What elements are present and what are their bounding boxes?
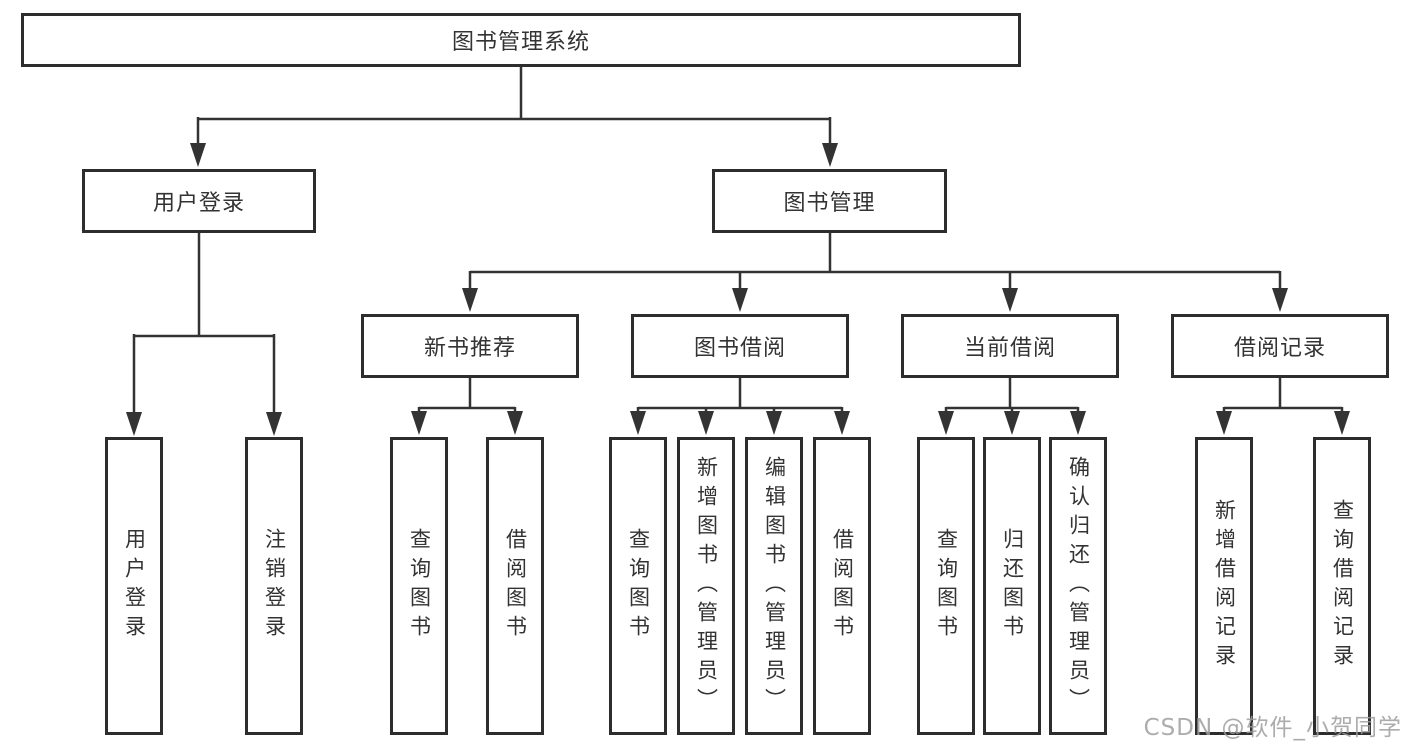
leaf-br-add-record-label: 新增借阅记录 [1212, 499, 1237, 673]
arrowhead-down-icon [1070, 411, 1086, 435]
leaf-br-query-record-label: 查询借阅记录 [1330, 499, 1355, 673]
arrowhead-down-icon [126, 412, 142, 436]
connector-line [132, 232, 276, 414]
arrowhead-down-icon [630, 411, 646, 435]
leaf-cb-query-books: 查询图书 [917, 437, 975, 735]
arrowhead-down-icon [190, 143, 206, 167]
connector-borrow-records-to-leaves [1216, 378, 1350, 435]
connector-line [944, 378, 1080, 414]
arrowhead-down-icon [266, 412, 282, 436]
leaf-cb-return-books: 归还图书 [983, 437, 1041, 735]
leaf-cb-query-books-label: 查询图书 [934, 528, 959, 644]
node-current-borrow: 当前借阅 [901, 314, 1119, 378]
arrowhead-down-icon [698, 411, 714, 435]
node-user-login-label: 用户登录 [152, 191, 245, 216]
node-book-management-label: 图书管理 [783, 191, 876, 216]
node-book-management: 图书管理 [712, 169, 947, 233]
node-borrow-records: 借阅记录 [1171, 314, 1389, 378]
node-new-book-recommend: 新书推荐 [361, 314, 579, 378]
arrowhead-down-icon [1002, 288, 1018, 312]
leaf-nb-borrow-books: 借阅图书 [486, 437, 544, 735]
leaf-nb-borrow-books-label: 借阅图书 [503, 528, 528, 644]
arrowhead-down-icon [1334, 411, 1350, 435]
connector-root-to-level2 [190, 67, 838, 167]
node-root: 图书管理系统 [21, 13, 1021, 67]
connector-book-borrow-to-leaves [630, 378, 850, 435]
connector-line [636, 378, 844, 414]
leaf-logout: 注销登录 [245, 437, 303, 735]
leaf-cb-confirm-return-label: 确认归还（管理员） [1066, 455, 1091, 717]
arrowhead-down-icon [822, 143, 838, 167]
leaf-bb-query-books: 查询图书 [609, 437, 667, 735]
arrowhead-down-icon [938, 411, 954, 435]
node-borrow-records-label: 借阅记录 [1233, 336, 1326, 361]
node-book-borrow: 图书借阅 [631, 314, 849, 378]
leaf-bb-add-books: 新增图书（管理员） [677, 437, 735, 735]
leaf-bb-edit-books: 编辑图书（管理员） [745, 437, 803, 735]
leaf-logout-label: 注销登录 [262, 528, 287, 644]
leaf-br-query-record: 查询借阅记录 [1313, 437, 1371, 735]
leaf-bb-borrow-books-label: 借阅图书 [830, 528, 855, 644]
node-current-borrow-label: 当前借阅 [963, 336, 1056, 361]
arrowhead-down-icon [1004, 411, 1020, 435]
leaf-bb-query-books-label: 查询图书 [626, 528, 651, 644]
leaf-nb-query-books-label: 查询图书 [407, 528, 432, 644]
leaf-user-login-label: 用户登录 [122, 528, 147, 644]
leaf-cb-confirm-return: 确认归还（管理员） [1049, 437, 1107, 735]
arrowhead-down-icon [507, 411, 523, 435]
watermark: CSDN @软件_小贺同学 [1143, 715, 1402, 741]
connector-user-login-to-leaves [126, 232, 282, 436]
connector-line [417, 378, 517, 414]
leaf-nb-query-books: 查询图书 [390, 437, 448, 735]
connector-line [468, 232, 1282, 290]
leaf-bb-borrow-books: 借阅图书 [813, 437, 871, 735]
arrowhead-down-icon [1216, 411, 1232, 435]
leaf-bb-edit-books-label: 编辑图书（管理员） [762, 455, 787, 717]
arrowhead-down-icon [766, 411, 782, 435]
leaf-bb-add-books-label: 新增图书（管理员） [694, 455, 719, 717]
connector-new-book-to-leaves [411, 378, 523, 435]
arrowhead-down-icon [732, 288, 748, 312]
arrowhead-down-icon [462, 288, 478, 312]
leaf-user-login: 用户登录 [105, 437, 163, 735]
arrowhead-down-icon [411, 411, 427, 435]
connector-book-management-to-level3 [462, 232, 1288, 312]
node-user-login: 用户登录 [82, 169, 316, 233]
arrowhead-down-icon [834, 411, 850, 435]
connector-current-borrow-to-leaves [938, 378, 1086, 435]
arrowhead-down-icon [1272, 288, 1288, 312]
connector-line [1222, 378, 1344, 414]
node-root-label: 图书管理系统 [451, 30, 590, 55]
node-new-book-recommend-label: 新书推荐 [423, 336, 516, 361]
leaf-cb-return-books-label: 归还图书 [1000, 528, 1025, 644]
leaf-br-add-record: 新增借阅记录 [1195, 437, 1253, 735]
connector-line [196, 67, 832, 147]
node-book-borrow-label: 图书借阅 [693, 336, 786, 361]
